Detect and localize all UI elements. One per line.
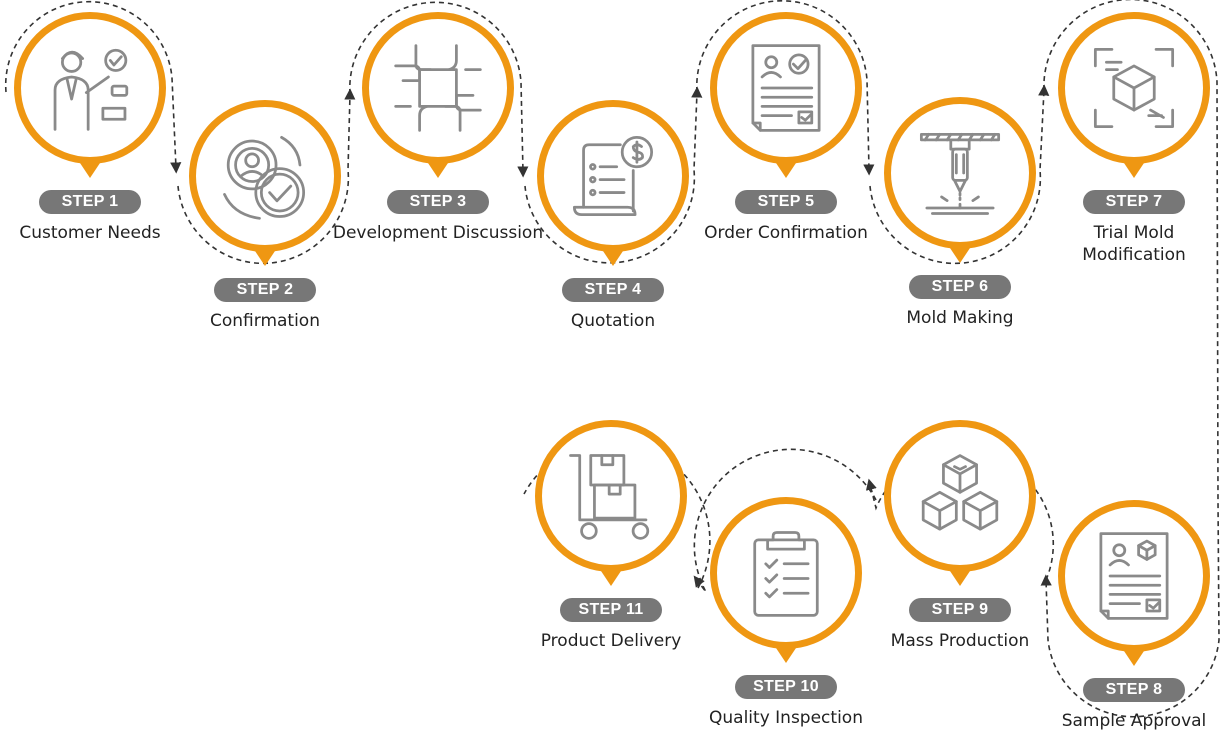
connector-3-4 [349, 1, 529, 178]
approved-document-icon [751, 44, 821, 132]
step-circle [14, 12, 166, 164]
step-badge: STEP 11 [560, 598, 662, 622]
step-circle [535, 420, 687, 572]
connector-5-6 [696, 0, 875, 176]
step-pointer [948, 245, 972, 263]
support-agent-check-icon [223, 135, 306, 220]
step-pointer [1122, 160, 1146, 178]
step-circle [1058, 12, 1210, 164]
connector-7-8 [1040, 0, 1220, 718]
step-circle [537, 100, 689, 252]
step-pointer [774, 645, 798, 663]
step-circle [884, 420, 1036, 572]
step-label: Mass Production [890, 631, 1030, 651]
step-badge: STEP 7 [1083, 190, 1185, 214]
step-label: Customer Needs [19, 223, 161, 243]
step-badge: STEP 2 [214, 278, 316, 302]
connector-9-10 [693, 448, 877, 593]
invoice-dollar-icon [572, 135, 654, 217]
step-label: Product Delivery [540, 631, 682, 651]
step-pointer [253, 248, 277, 266]
stacked-cubes-icon [921, 454, 999, 531]
step-badge: STEP 4 [562, 278, 664, 302]
step-label: Order Confirmation [704, 223, 868, 243]
product-certificate-icon [1099, 532, 1169, 620]
step-pointer [78, 160, 102, 178]
step-label: Development Discussion [332, 223, 544, 243]
step-label: Trial Mold Modification [1082, 223, 1186, 265]
step-pointer [599, 568, 623, 586]
step-pointer [601, 248, 625, 266]
step-label: Mold Making [906, 308, 1014, 328]
step-badge: STEP 8 [1083, 678, 1185, 702]
step-badge: STEP 9 [909, 598, 1011, 622]
cube-scan-icon [1093, 47, 1175, 129]
step-pointer [1122, 648, 1146, 666]
step-pointer [774, 160, 798, 178]
step-badge: STEP 3 [387, 190, 489, 214]
step-circle [362, 12, 514, 164]
laser-cutter-icon [919, 132, 1001, 215]
step-pointer [426, 160, 450, 178]
connector-start-1 [4, 0, 182, 174]
step-badge: STEP 1 [39, 190, 141, 214]
step-label: Quality Inspection [709, 708, 863, 728]
joined-hands-icon [394, 44, 482, 132]
step-badge: STEP 6 [909, 275, 1011, 299]
checklist-clipboard-icon [753, 531, 819, 617]
step-label: Confirmation [210, 311, 320, 331]
step-label: Quotation [570, 311, 656, 331]
step-circle [710, 12, 862, 164]
step-pointer [948, 568, 972, 586]
customer-presenter-icon [53, 48, 129, 131]
step-circle [189, 100, 341, 252]
step-label: Sample Approval [1061, 711, 1207, 731]
step-badge: STEP 5 [735, 190, 837, 214]
step-circle [710, 497, 862, 649]
hand-truck-boxes-icon [569, 454, 650, 540]
step-badge: STEP 10 [735, 675, 837, 699]
